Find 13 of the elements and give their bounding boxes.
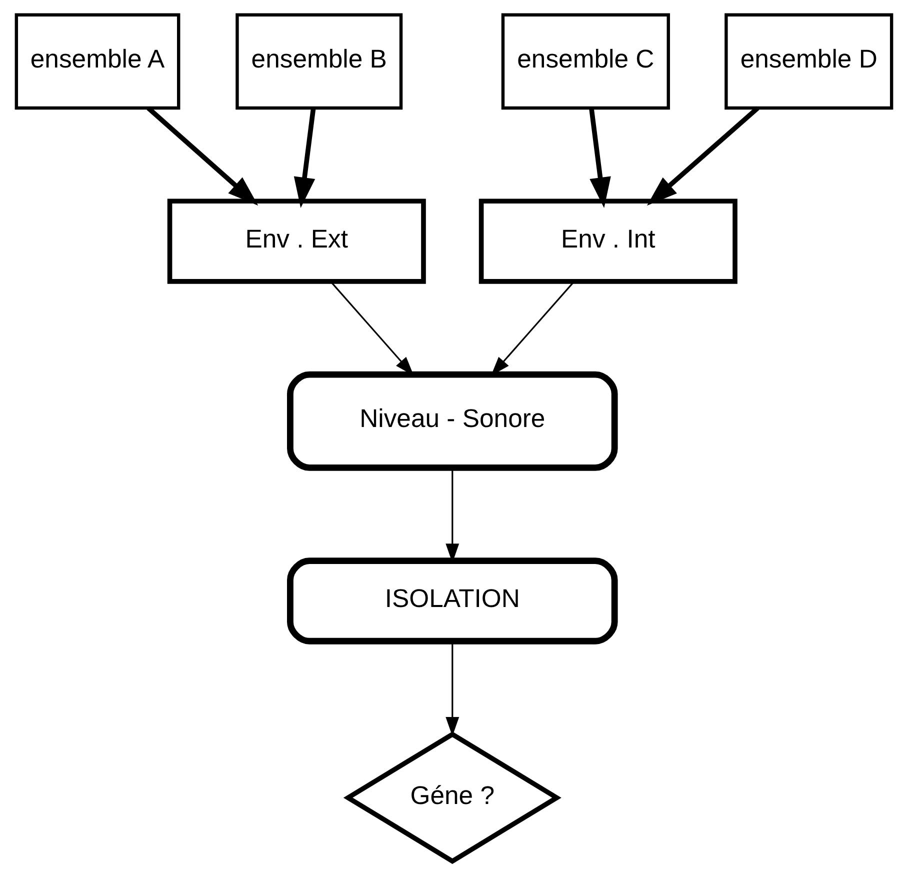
node-box: Env . Ext — [166, 198, 426, 284]
node-box: ensemble A — [14, 13, 180, 110]
node-box: ensemble B — [235, 13, 402, 110]
arrow — [588, 108, 610, 208]
node-box: Niveau - Sonore — [286, 371, 618, 471]
node-box: ensemble C — [500, 13, 670, 110]
node-box: ISOLATION — [286, 558, 618, 644]
arrow — [646, 106, 759, 206]
node-diamond: Géne ? — [342, 731, 561, 864]
arrow — [293, 108, 316, 208]
node-box: Env . Int — [478, 198, 737, 284]
arrow — [146, 106, 258, 206]
node-box: ensemble D — [724, 13, 893, 110]
